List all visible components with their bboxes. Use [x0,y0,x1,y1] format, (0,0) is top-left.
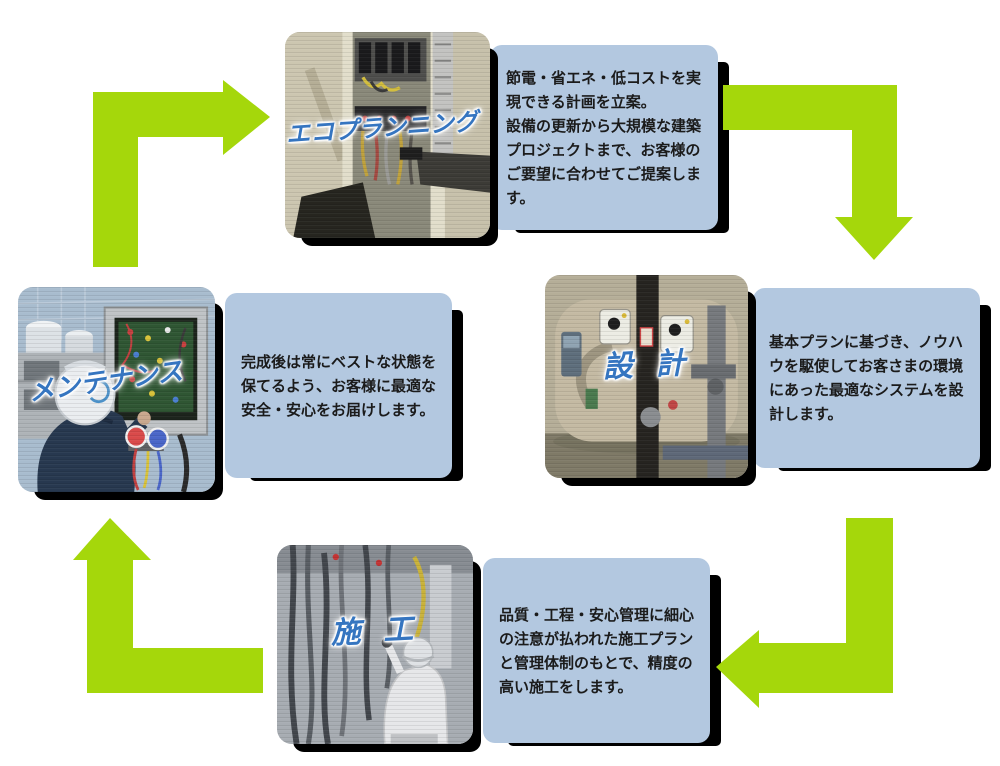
construction-photo: 施 工 [277,545,473,744]
arrow-shape [73,518,263,693]
maintenance-engineer-illustration [18,287,215,492]
eco-planning-photo: エコプランニング [285,32,490,238]
arrow-shape [93,80,270,267]
maintenance-photo: メンテナンス [18,287,215,492]
arrow-construction-to-maintenance [73,518,263,693]
arrow-shape [723,85,913,260]
design-label: 設 計 [601,345,692,386]
maintenance-description-box: 完成後は常にベストな状態を保てるよう、お客様に最適な安全・安心をお届けします。 [225,293,452,478]
eco-planning-description-box: 節電・省エネ・低コストを実現できる計画を立案。 設備の更新から大規模な建築プロジ… [490,45,718,230]
construction-description-box: 品質・工程・安心管理に細心の注意が払われた施工プランと管理体制のもとで、精度の高… [483,558,710,743]
water-tank-illustration [545,275,748,478]
construction-label: 施 工 [329,611,421,652]
arrow-eco-planning-to-design [723,85,913,260]
design-photo: 設 計 [545,275,748,478]
arrow-shape [716,518,893,708]
design-description-box: 基本プランに基づき、ノウハウを駆使してお客さまの環境にあった最適なシステムを設計… [753,288,980,468]
arrow-design-to-construction [716,518,893,708]
eco-planning-description: 節電・省エネ・低コストを実現できる計画を立案。 設備の更新から大規模な建築プロジ… [506,68,702,207]
electrical-cabinet-illustration [285,32,490,238]
design-description: 基本プランに基づき、ノウハウを駆使してお客さまの環境にあった最適なシステムを設計… [769,333,964,423]
construction-description: 品質・工程・安心管理に細心の注意が払われた施工プランと管理体制のもとで、精度の高… [499,605,695,696]
ceiling-wiring-illustration [277,545,473,744]
maintenance-description: 完成後は常にベストな状態を保てるよう、お客様に最適な安全・安心をお届けします。 [241,352,437,419]
arrow-maintenance-to-eco-planning [93,80,270,267]
